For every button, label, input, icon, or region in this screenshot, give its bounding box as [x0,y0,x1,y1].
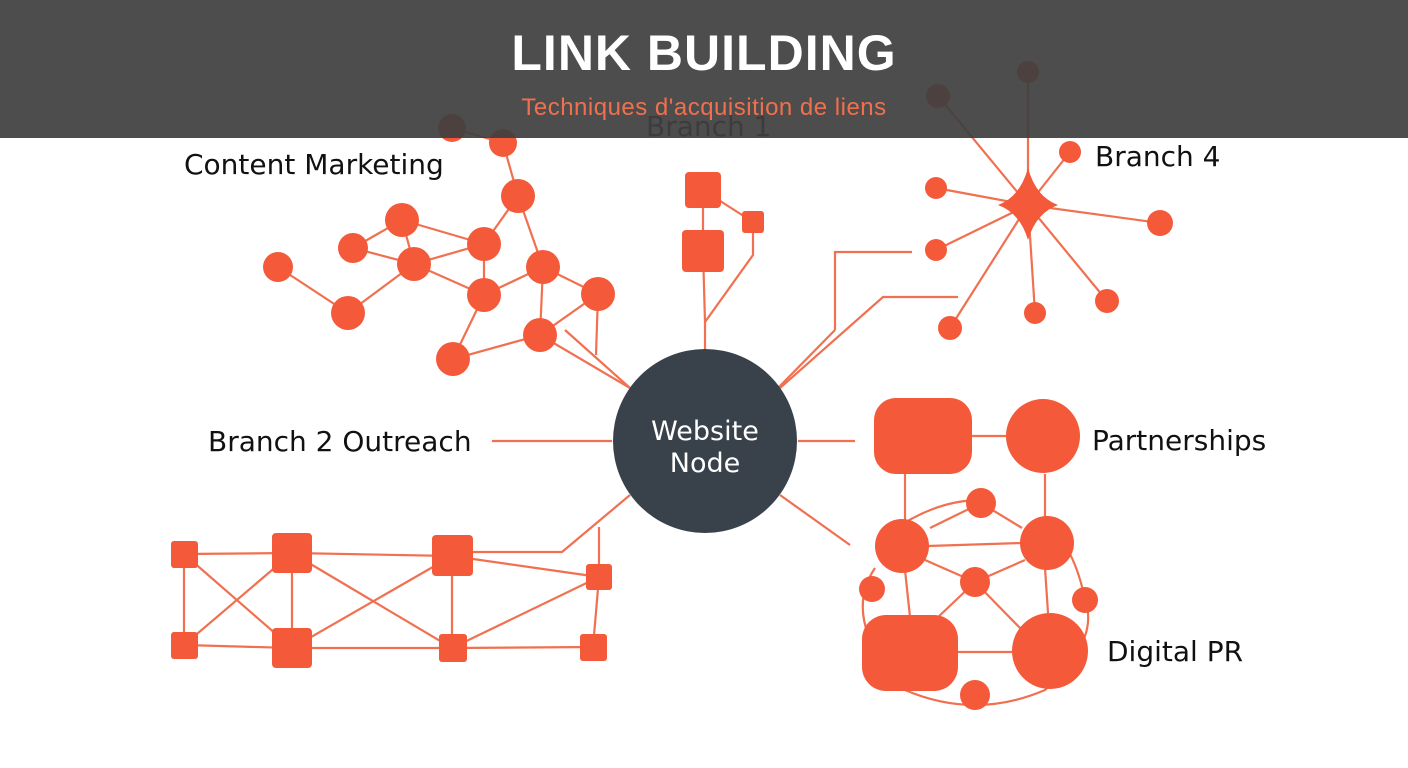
spoke-grid [463,494,631,554]
partnerships-node [1006,399,1080,473]
label-content-marketing: Content Marketing [184,148,444,181]
label-branch-4: Branch 4 [1095,140,1220,173]
grid-edge-2 [291,551,453,558]
pr-node [960,680,990,710]
spoke-digital-pr [779,494,851,546]
content-node [397,247,431,281]
grid-node [580,634,607,661]
pr-node [875,519,929,573]
branch4-node [1024,302,1046,324]
content-node [263,252,293,282]
label-branch-2-outreach: Branch 2 Outreach [208,425,472,458]
branch4-node [938,316,962,340]
pr-edge-c [1043,567,1050,614]
pr-edge-b [903,569,912,618]
content-node [467,278,501,312]
grid-edge-14 [291,552,453,649]
content-node [331,296,365,330]
branch4-edge-a [833,250,912,330]
grid-nodes [171,533,612,668]
pr-node [966,488,996,518]
website-node-circle [613,349,797,533]
branch-1-nodes [682,172,764,272]
branch4-node [1147,210,1173,236]
content-node [467,227,501,261]
grid-edge-6 [451,645,594,650]
partnerships-node [874,398,972,474]
grid-edge-15 [291,555,453,649]
partnerships-pr-nodes [859,398,1098,710]
grid-node [171,541,198,568]
branch4-star-node [998,168,1058,240]
content-node [581,277,615,311]
grid-node [171,632,198,659]
grid-edge-16 [451,576,600,649]
website-node-label-line1: Website [651,416,759,447]
pr-edge-a [927,541,1023,548]
label-partnerships: Partnerships [1092,424,1266,457]
branch4-node [925,239,947,261]
content-node [523,318,557,352]
content-edge-d [400,219,486,295]
grid-node [272,533,312,573]
content-node [436,342,470,376]
spoke-content-marketing [564,329,631,389]
branch1-node [682,230,724,272]
title-banner: LINK BUILDING Techniques d'acquisition d… [0,0,1408,138]
content-node [526,250,560,284]
website-node-label-line2: Node [670,448,740,479]
content-node [501,179,535,213]
grid-node [272,628,312,668]
branch4-node [1095,289,1119,313]
branch4-ray-9 [1027,204,1108,302]
website-node: Website Node [613,349,797,533]
content-node [338,233,368,263]
branch4-edge-b [779,295,958,389]
pr-node [1020,516,1074,570]
spoke-branch-4 [777,329,836,389]
pr-node [859,576,885,602]
grid-node [432,535,473,576]
grid-node [586,564,612,590]
banner-subtitle: Techniques d'acquisition de liens [521,94,887,121]
label-digital-pr: Digital PR [1107,635,1243,668]
branch4-node [925,177,947,199]
branch4-ray-7 [949,204,1029,329]
branch1-node [742,211,764,233]
banner-title: LINK BUILDING [511,25,897,81]
branch1-node [685,172,721,208]
content-edge-c [516,195,631,389]
pr-node [1012,613,1088,689]
grid-edge-3 [451,554,600,579]
pr-node [1072,587,1098,613]
content-edge-b [413,262,601,361]
content-node [385,203,419,237]
branch4-node [1059,141,1081,163]
grid-node [439,634,467,662]
pr-node [862,615,958,691]
pr-node [960,567,990,597]
